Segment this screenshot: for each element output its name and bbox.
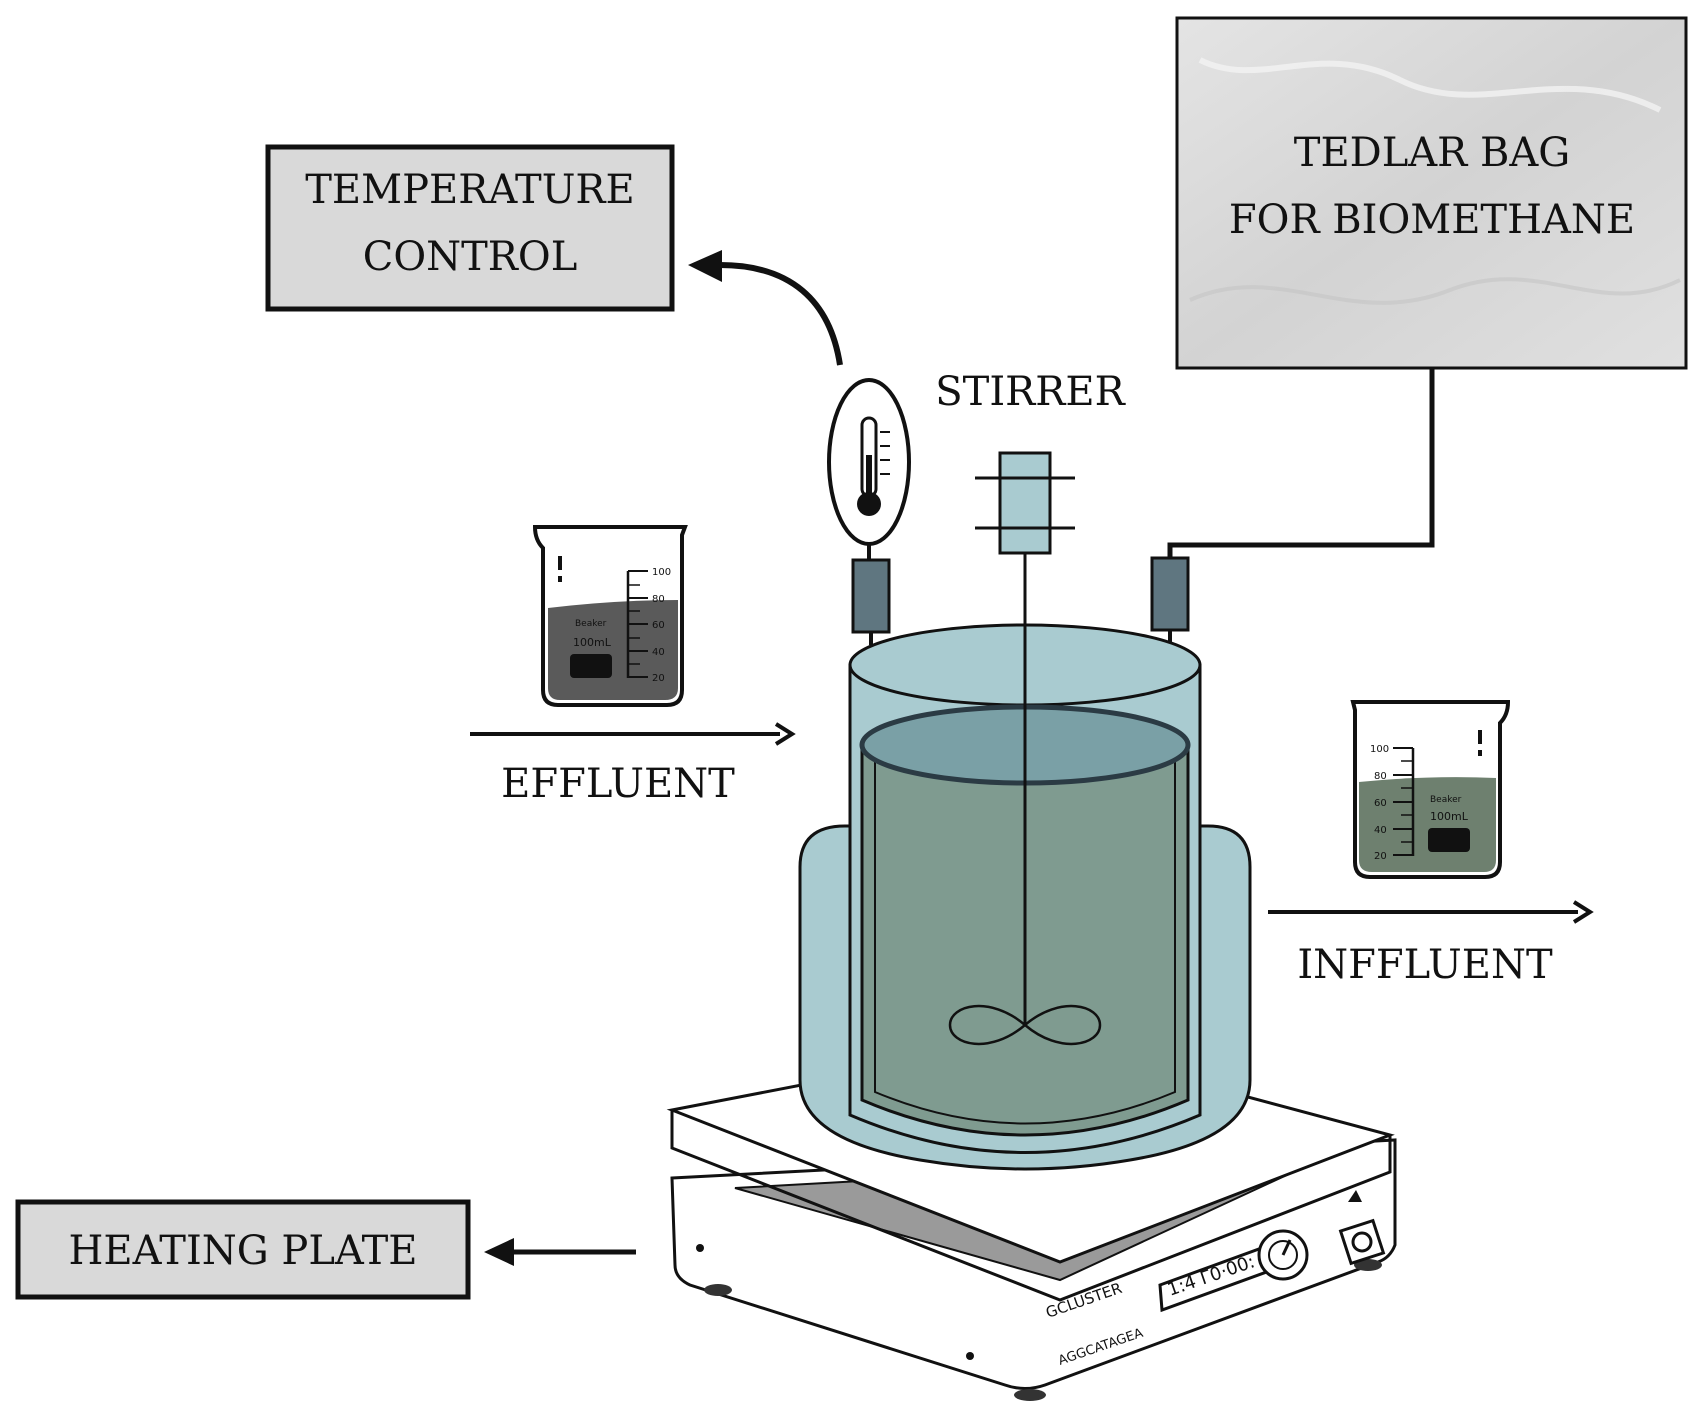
gas-outlet-port (1150, 556, 1190, 645)
left-tick-80: 80 (652, 594, 665, 605)
left-beaker-volume: 100mL (573, 636, 612, 649)
power-switch[interactable] (1338, 1218, 1386, 1266)
stirrer-motor (975, 451, 1075, 555)
heating-plate-label: HEATING PLATE (69, 1228, 418, 1274)
right-tick-60: 60 (1374, 798, 1387, 809)
temperature-control-box: TEMPERATURE CONTROL (265, 144, 675, 312)
temperature-feedback-arrow (688, 250, 843, 366)
effluent-arrow (470, 722, 796, 746)
effluent-label: EFFLUENT (501, 761, 735, 807)
thermometer-icon (827, 378, 911, 560)
influent-arrow (1268, 900, 1594, 924)
tedlar-bag-label-line2: FOR BIOMETHANE (1229, 197, 1635, 243)
stirrer-label: STIRRER (935, 369, 1126, 415)
right-tick-20: 20 (1374, 851, 1387, 862)
right-tick-80: 80 (1374, 771, 1387, 782)
left-tick-20: 20 (652, 673, 665, 684)
temperature-control-label-line1: TEMPERATURE (305, 167, 634, 213)
heating-plate-box: HEATING PLATE (15, 1199, 471, 1300)
influent-label: INFFLUENT (1297, 942, 1553, 988)
left-tick-40: 40 (652, 647, 665, 658)
thermometer-port (851, 558, 891, 645)
temperature-knob[interactable] (1257, 1229, 1309, 1281)
right-beaker-scale: 100 80 60 40 20 (1370, 744, 1413, 862)
right-beaker-brand: Beaker (1430, 795, 1462, 805)
gas-line (1167, 368, 1435, 560)
heating-plate-arrow (484, 1238, 636, 1266)
effluent-beaker: Beaker 100mL 100 80 60 40 20 (532, 525, 688, 707)
left-beaker-scale: 100 80 60 40 20 (628, 567, 671, 684)
left-tick-60: 60 (652, 620, 665, 631)
temperature-control-label-line2: CONTROL (363, 234, 578, 280)
right-tick-40: 40 (1374, 825, 1387, 836)
tedlar-bag-label-line1: TEDLAR BAG (1294, 130, 1570, 176)
left-tick-100: 100 (652, 567, 671, 578)
right-tick-100: 100 (1370, 744, 1389, 755)
tedlar-bag: TEDLAR BAG FOR BIOMETHANE (1175, 16, 1688, 370)
right-beaker-volume: 100mL (1430, 810, 1469, 823)
warning-triangle-icon (1348, 1190, 1362, 1202)
bioreactor-vessel (798, 553, 1252, 1171)
influent-beaker: Beaker 100mL 100 80 60 40 20 (1350, 700, 1511, 879)
left-beaker-brand: Beaker (575, 619, 607, 629)
